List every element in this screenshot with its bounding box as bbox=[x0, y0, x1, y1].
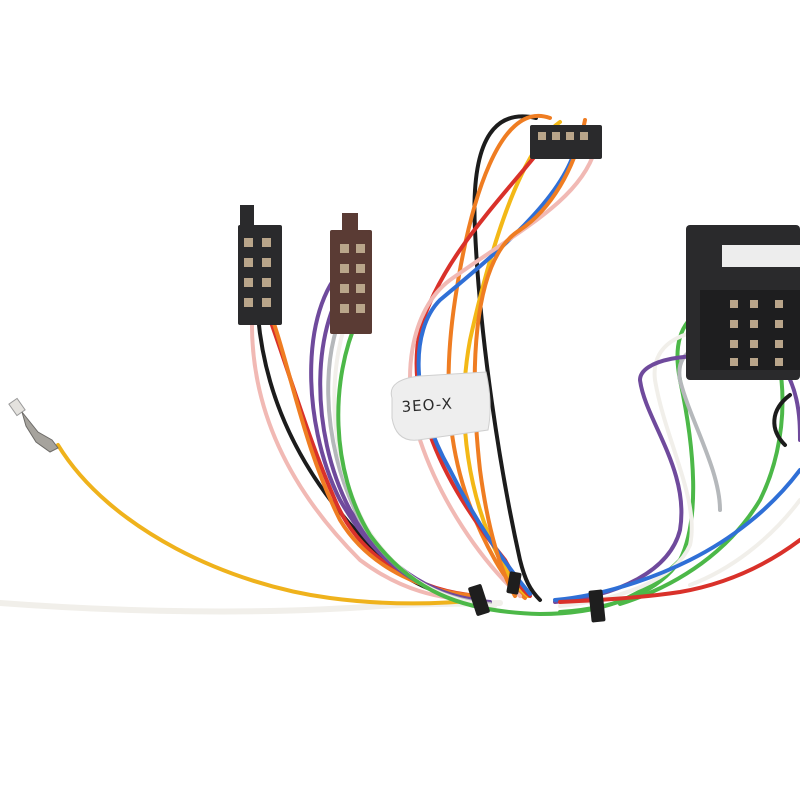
iso-connector-black bbox=[238, 205, 282, 325]
yellow-wire-long bbox=[56, 443, 482, 606]
cable-tie-3 bbox=[588, 589, 606, 623]
loose-wires bbox=[0, 443, 503, 615]
iso-connector-brown bbox=[330, 213, 372, 334]
spade-terminal bbox=[8, 397, 59, 453]
wire-label-tag: 3EO-X bbox=[390, 371, 491, 441]
cable-ties bbox=[468, 571, 606, 623]
cable-tie-1 bbox=[468, 584, 490, 616]
cable-tie-2 bbox=[506, 571, 522, 595]
wire-label-text: 3EO-X bbox=[401, 394, 453, 416]
top-connector bbox=[530, 125, 602, 159]
quadlock-connector bbox=[686, 225, 800, 380]
